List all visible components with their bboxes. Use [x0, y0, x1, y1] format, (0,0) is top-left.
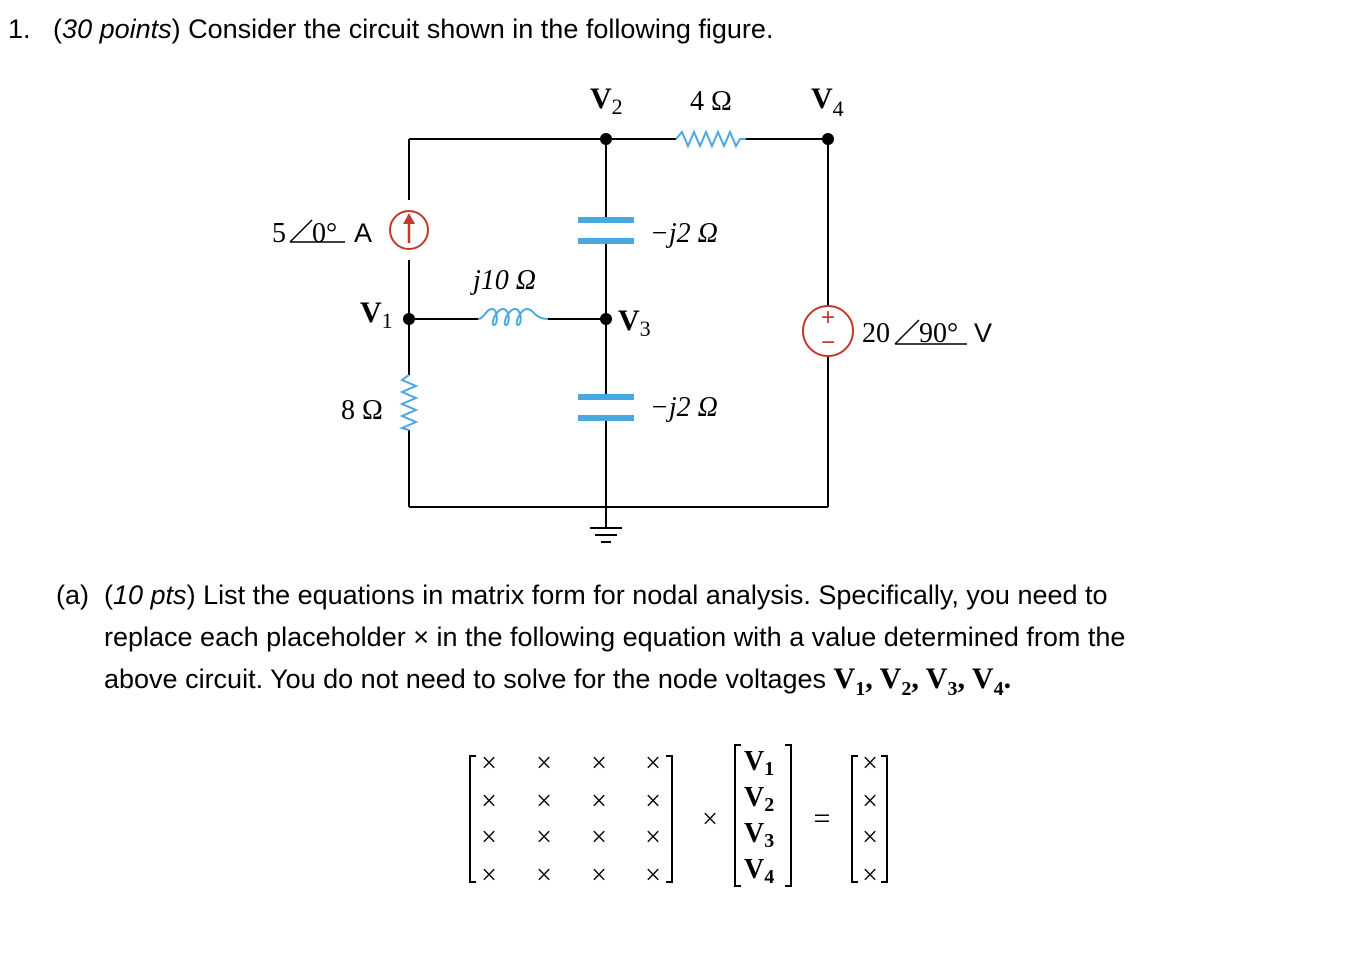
- resistor-8ohm: [399, 374, 419, 431]
- label-cap-bottom: −j2 Ω: [650, 392, 718, 423]
- matrix-cell: ×: [591, 822, 607, 853]
- svg-text:90°: 90°: [919, 318, 958, 349]
- capacitor-top: [578, 217, 634, 244]
- vector-v3: V3: [744, 818, 774, 852]
- question-number: 1.: [8, 14, 31, 44]
- rhs-cell: ×: [862, 860, 878, 891]
- node-voltages: V1, V2, V3, V4.: [833, 662, 1012, 700]
- label-inductor: j10 Ω: [470, 265, 536, 296]
- matrix-cell: ×: [481, 786, 497, 817]
- label-v2: V2: [590, 82, 623, 119]
- matrix-cell: ×: [645, 860, 661, 891]
- matrix-equation: × × × × × × × × × × × × × × × × × V1 V2 …: [469, 744, 888, 891]
- part-a-points: 10 pts: [113, 580, 187, 610]
- wires: [408, 138, 829, 528]
- voltage-source: + −: [802, 304, 854, 357]
- svg-text:A: A: [354, 218, 372, 248]
- capacitor-bottom: [578, 394, 634, 421]
- vector-v1: V1: [744, 746, 774, 780]
- plus-sign: +: [821, 304, 835, 331]
- matrix-cell: ×: [481, 748, 497, 779]
- question-points: 30 points: [62, 14, 172, 44]
- label-r4: 4 Ω: [690, 86, 732, 117]
- matrix-cell: ×: [536, 860, 552, 891]
- matrix-cell: ×: [536, 786, 552, 817]
- ground-icon: [590, 527, 622, 543]
- matrix-cell: ×: [591, 748, 607, 779]
- label-cap-top: −j2 Ω: [650, 218, 718, 249]
- label-voltage-source: 20 90° V: [862, 318, 992, 349]
- vector-left-bracket: [734, 744, 741, 887]
- arrow-up-icon: [403, 213, 415, 224]
- rhs-right-bracket: [881, 755, 888, 883]
- part-a-body: (10 pts) List the equations in matrix fo…: [104, 574, 1304, 710]
- label-current-source: 5 0° A: [272, 218, 372, 249]
- matrix-cell: ×: [645, 786, 661, 817]
- equals-sign: =: [814, 802, 831, 835]
- svg-text:0°: 0°: [312, 218, 337, 249]
- matrix-cell: ×: [481, 860, 497, 891]
- question-text: Consider the circuit shown in the follow…: [180, 14, 774, 44]
- svg-text:5: 5: [272, 218, 286, 249]
- label-r8: 8 Ω: [341, 395, 383, 426]
- matrix-cell: ×: [645, 822, 661, 853]
- rhs-cell: ×: [862, 748, 878, 779]
- node-dots: [403, 133, 834, 325]
- part-a-line2: replace each placeholder × in the follow…: [104, 622, 1126, 652]
- times-sign: ×: [702, 804, 718, 835]
- rhs-cell: ×: [862, 786, 878, 817]
- label-v1: V1: [360, 296, 393, 333]
- label-v4: V4: [811, 82, 844, 121]
- vector-v4: V4: [744, 854, 774, 888]
- matrix-cell: ×: [536, 748, 552, 779]
- rhs-cell: ×: [862, 822, 878, 853]
- vector-v2: V2: [744, 782, 774, 816]
- part-a-tag: (a): [56, 580, 89, 610]
- minus-sign: −: [821, 329, 835, 356]
- question-title: 1. (30 points) Consider the circuit show…: [8, 14, 774, 44]
- vector-entries: V1 V2 V3 V4: [744, 746, 774, 888]
- matrix-left-bracket: [469, 755, 476, 883]
- matrix-cell: ×: [481, 822, 497, 853]
- rhs-left-bracket: [851, 755, 858, 883]
- label-v3: V3: [618, 304, 651, 341]
- vector-right-bracket: [785, 744, 792, 887]
- part-a-line3: above circuit. You do not need to solve …: [104, 662, 1012, 700]
- current-source: [389, 210, 429, 250]
- svg-text:20: 20: [862, 318, 890, 349]
- matrix-cell: ×: [536, 822, 552, 853]
- inductor-j10: [477, 307, 549, 327]
- svg-text:V: V: [974, 318, 992, 348]
- matrix-cell: ×: [591, 860, 607, 891]
- matrix-cells: × × × × × × × × × × × × × × × ×: [481, 748, 661, 891]
- resistor-4ohm: [675, 129, 746, 149]
- matrix-right-bracket: [666, 755, 673, 883]
- matrix-cell: ×: [645, 748, 661, 779]
- matrix-cell: ×: [591, 786, 607, 817]
- part-a-line1: (10 pts) List the equations in matrix fo…: [104, 580, 1108, 610]
- rhs-cells: × × × ×: [862, 748, 878, 891]
